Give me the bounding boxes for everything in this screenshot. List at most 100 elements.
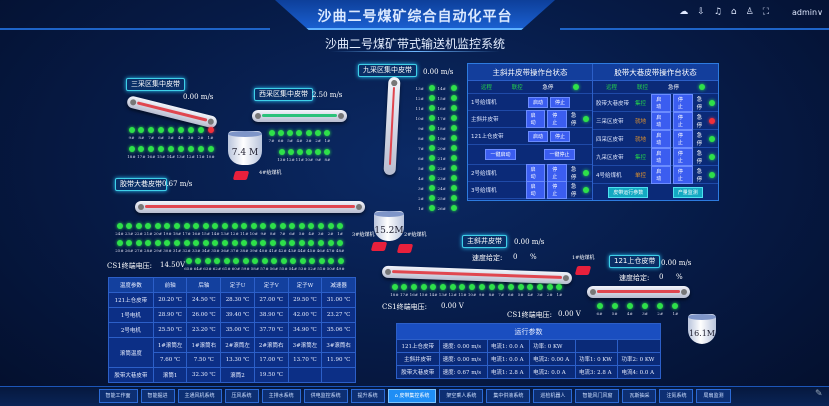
start-button[interactable]: 启动 [651,111,671,130]
drum-label: 滚筒温度 [108,337,154,368]
status-lamp [315,130,322,136]
lamp-label: 13# [438,292,448,297]
nav-item[interactable]: 局扇监测 [696,389,731,403]
user-icon[interactable]: ♙ [745,7,754,17]
nav-item[interactable]: 瓦斯抽采 [622,389,657,403]
belt-tag-zhuxie[interactable]: 主斜井皮带 [462,235,507,248]
start-button[interactable]: 启动 [525,164,546,182]
lamp-item: 40# [259,240,268,253]
lamp-label: 9# [478,292,485,297]
feeder-4[interactable] [232,171,250,180]
lamp-item: 58# [251,258,260,271]
stop-button[interactable]: 停止 [547,181,567,199]
estop-label: 急停 [696,150,703,165]
stop-button[interactable]: 停止 [547,110,567,128]
bell-icon[interactable]: ♫ [713,7,722,17]
fullscreen-icon[interactable]: ⛶ [762,7,769,17]
start-button[interactable]: 启动 [528,130,549,142]
nav-item[interactable]: 智能掘进 [140,389,175,403]
user-menu[interactable]: admin∨ [792,8,823,17]
lamp-item: 65# [184,258,193,271]
lamp-label: 1# [672,311,679,316]
nav-item[interactable]: 压风系统 [224,389,259,403]
speed-set-value-shangcang[interactable]: 0 [659,273,664,281]
nav-item[interactable]: 供电监控系统 [303,389,348,403]
lamp-label: 63# [203,266,212,271]
status-lamp [126,240,133,246]
nav-item[interactable]: 架空乘人系统 [439,389,484,403]
nav-item[interactable]: ⌂ 皮带集控系统 [387,389,437,403]
start-button[interactable]: 启动 [525,181,546,199]
estop-label: 急停 [696,96,703,111]
nav-item[interactable]: 智能风门风窗 [575,389,620,403]
lamp-label: 60# [231,266,241,271]
nav-item[interactable]: 智能工作面 [98,389,138,403]
speed-set-label-zhuxie: 速度给定: [472,254,503,262]
stop-button[interactable]: 停止 [547,164,567,182]
feeder-3[interactable] [370,242,388,251]
estop-indicator: 急停 [571,182,590,198]
stop-button[interactable]: 停止 [672,111,693,130]
table-cell: 32.30 ℃ [186,367,222,383]
start-button[interactable]: 启动 [651,129,671,148]
lamp-item: 8# [137,127,146,140]
lamp-column: 14#15#16#17#18#19#20#21#22#23#24#25#26# [434,85,457,211]
stop-button[interactable]: 停止 [550,96,571,108]
belt-tag-sancai[interactable]: 三采区集中皮带 [126,78,185,91]
lamp-item: 3# [316,223,325,236]
start-button[interactable]: 启动 [528,96,549,108]
lamp-label: 2# [418,195,424,201]
estop-indicator: 急停 [571,111,590,127]
table-cell: 功率2: 0 KW [617,352,661,366]
nav-item[interactable]: 提升系统 [350,389,385,403]
status-lamp [596,303,603,309]
nav-item[interactable]: 注氮系统 [659,389,694,403]
download-icon[interactable]: ⇩ [697,7,705,17]
belt-tag-shangcang[interactable]: 121上仓皮带 [609,255,661,268]
stop-button[interactable]: 停止 [672,165,693,184]
start-button[interactable]: 启动 [525,110,546,128]
belt-params-button[interactable]: 皮带运行参数 [608,187,649,198]
lamp-item: 15# [419,284,428,297]
status-lamp [280,258,287,264]
start-button[interactable]: 启动 [651,165,671,184]
nav-label: 瓦斯抽采 [629,393,650,399]
belt-tag-jiaodai[interactable]: 胶带大巷皮带 [115,178,167,191]
lamp-item: 10# [305,149,314,162]
nav-item[interactable]: 集中供液系统 [486,389,531,403]
belt-tag-jiucai[interactable]: 九采区集中皮带 [358,64,417,77]
belt-speed-xicai: 2.50 m/s [312,91,343,99]
nav-item[interactable]: 主排水系统 [261,389,301,403]
lamp-label: 5# [168,135,174,140]
start-button[interactable]: 启动 [651,147,671,166]
start-button[interactable]: 启动 [651,93,671,112]
status-lamp [158,146,165,152]
home-icon[interactable]: ⌂ [730,7,737,17]
stop-button[interactable]: 停止 [672,147,693,166]
lamp-label: 7# [498,292,505,297]
lamp-item: 9# [412,125,435,131]
nav-item[interactable]: 主通风机系统 [177,389,222,403]
stop-button[interactable]: 停止 [672,93,693,112]
lamp-item: 57# [260,258,269,271]
speed-set-value-zhuxie[interactable]: 0 [513,253,518,261]
status-lamp [183,240,190,246]
belt-tag-xicai[interactable]: 西采区集中皮带 [254,88,313,101]
stop-button[interactable]: 停止 [550,130,571,142]
lamp-label: 38# [239,248,249,253]
feeder-2[interactable] [396,244,414,253]
nav-item[interactable]: 巡检机器人 [533,389,573,403]
lamp-label: 15# [419,292,428,297]
one-key-start-button[interactable]: 一键启动 [485,149,516,160]
feeder-1[interactable] [574,266,592,275]
stop-button[interactable]: 停止 [672,129,693,148]
nav-label: 集中供液系统 [493,393,524,399]
cloud-icon[interactable]: ☁ [679,7,689,17]
nav-label: 局扇监测 [703,393,724,399]
one-key-stop-button[interactable]: 一键停止 [544,149,575,160]
lamp-label: 2# [546,292,553,297]
voltage-label-jiaodai: CS1终端电压: [107,262,152,270]
output-monitor-button[interactable]: 产量监测 [672,187,703,198]
pin-icon[interactable]: ✎ [815,389,823,399]
table-cell: 滚筒1 [152,367,188,383]
